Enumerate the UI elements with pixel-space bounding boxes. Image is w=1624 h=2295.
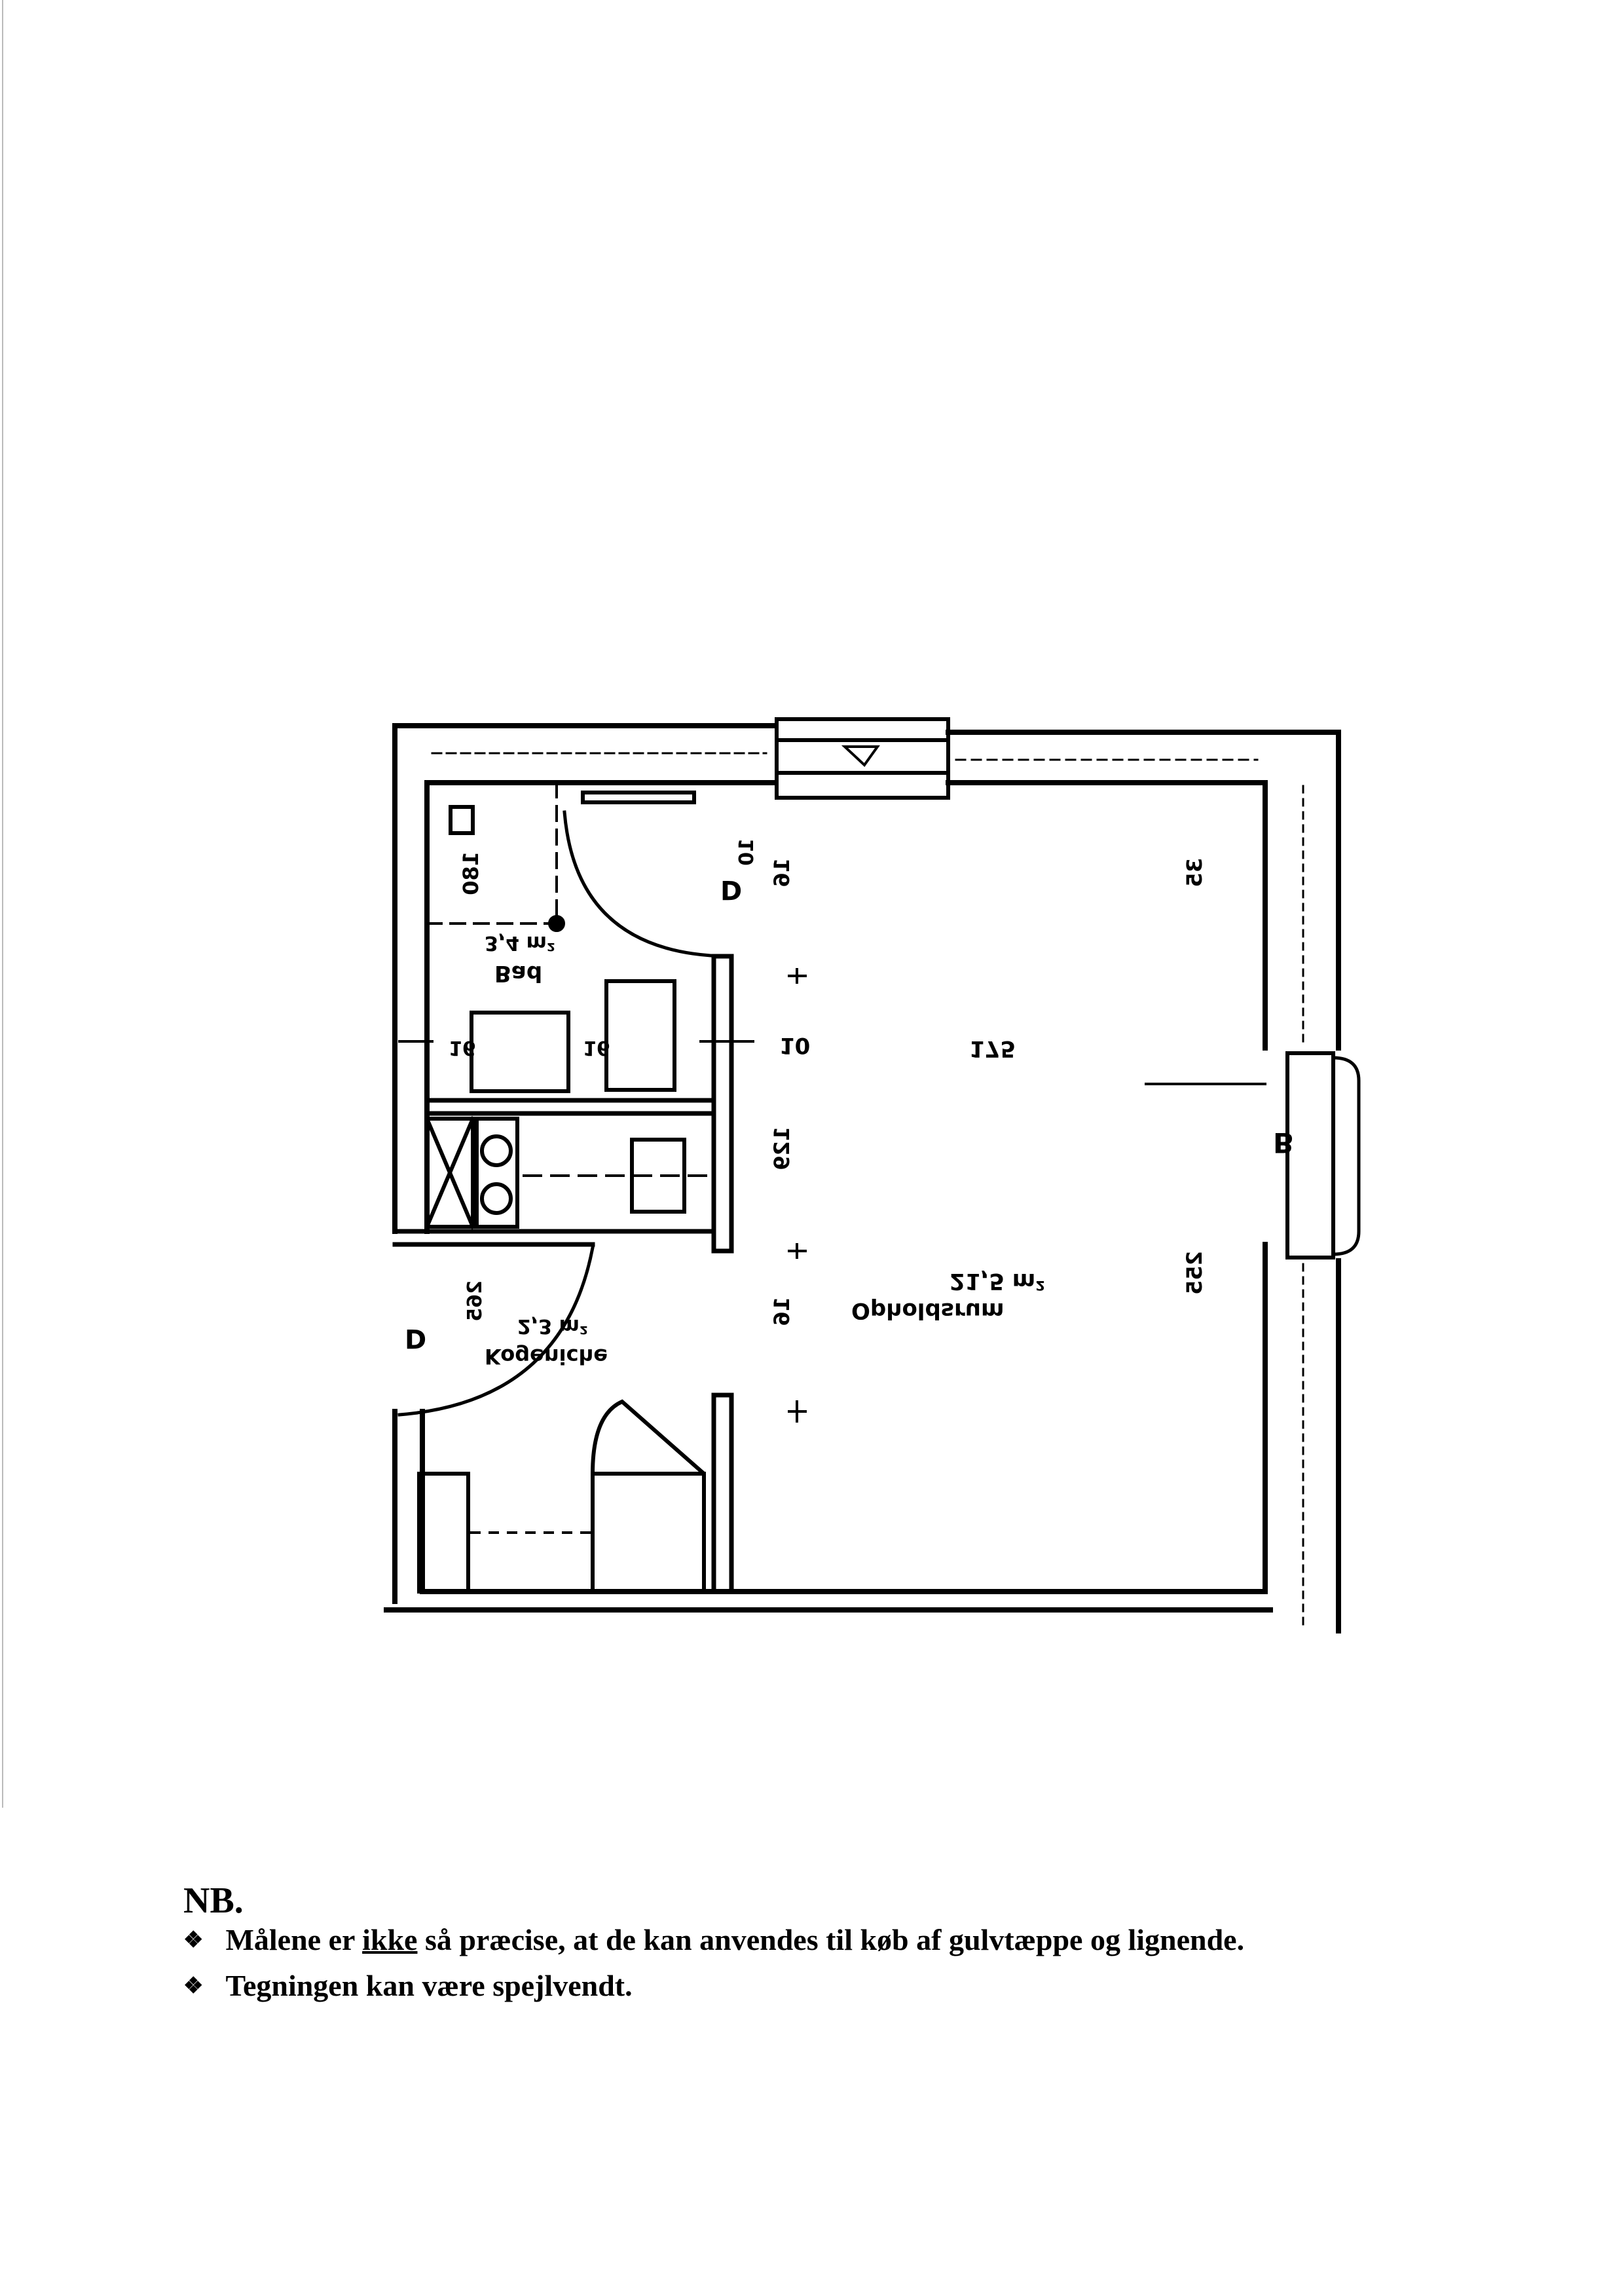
kitchen-area: 2,3 m² [517, 1315, 588, 1337]
top-window [775, 717, 950, 800]
bath-name: Bad [494, 960, 542, 986]
dim-top-wall: 10 [735, 838, 758, 866]
nb-heading: NB. [183, 1880, 244, 1921]
door-entry-mark: D [405, 1323, 426, 1353]
bottom-wall [384, 1589, 1273, 1613]
dim-bath-length: 180 [458, 851, 483, 895]
living-area: 21,5 m² [950, 1268, 1045, 1294]
dim-right-top: 35 [1182, 858, 1207, 887]
dimension-marks [398, 968, 1266, 1423]
cupboards [417, 1399, 706, 1594]
diamond-bullet-icon: ❖ [183, 1973, 204, 1998]
note-text-part: Målene er [225, 1923, 355, 1956]
window-right-mark: B [1273, 1127, 1294, 1159]
dim-room-width: 175 [969, 1036, 1016, 1062]
scan-edge-line [2, 0, 3, 1808]
dim-d4: 16 [769, 1297, 794, 1326]
note-text-part: så præcise, at de kan anvendes til køb a… [424, 1923, 1245, 1956]
diamond-bullet-icon: ❖ [183, 1928, 204, 1952]
left-wall [392, 723, 430, 1604]
dim-d2: 10 [779, 1032, 810, 1058]
dim-fix2: 16 [583, 1036, 610, 1059]
kitchen-fixtures [424, 1116, 712, 1229]
dim-fix1: 16 [449, 1036, 476, 1059]
dim-right-bottom: 255 [1182, 1251, 1207, 1295]
vertical-dimension-labels: 180 10 16 129 16 35 255 265 [458, 838, 1207, 1326]
note-line-2: ❖ Tegningen kan være spejlvendt. [183, 1968, 633, 2003]
door-bath-mark: D [720, 874, 742, 905]
dim-d1: 16 [769, 858, 794, 887]
dim-kitchen-len: 265 [464, 1280, 487, 1322]
right-window [1285, 1051, 1361, 1259]
note-emphasis: ikke [362, 1923, 418, 1956]
bath-fixtures [426, 781, 696, 1093]
bath-area: 3,4 m² [485, 931, 555, 954]
note-line-2-text: Tegningen kan være spejlvendt. [225, 1969, 633, 2002]
bath-door-swing [563, 810, 728, 958]
right-wall [1263, 730, 1341, 1633]
top-wall [392, 723, 1341, 785]
plan-labels: Bad 3,4 m² Opholdsrum 21,5 m² Kogeniche … [405, 838, 1294, 1369]
note-line-1-text: Målene er ikke så præcise, at de kan anv… [225, 1922, 1244, 1957]
note-line-1: ❖ Målene er ikke så præcise, at de kan a… [183, 1922, 1244, 1957]
bath-kitchen-partition [392, 954, 734, 1594]
entry-door-swing [397, 1246, 595, 1417]
living-name: Opholdsrum [851, 1297, 1004, 1324]
kitchen-name: Kogeniche [485, 1344, 608, 1369]
dim-d3: 129 [769, 1127, 794, 1170]
